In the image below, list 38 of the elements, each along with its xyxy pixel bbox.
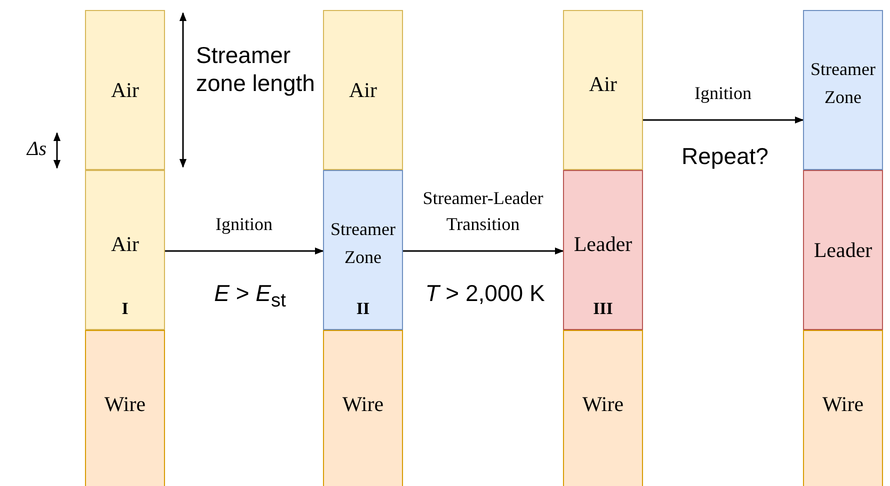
streamer-zone-layer: [323, 170, 403, 330]
leader-layer: [563, 170, 643, 330]
air-layer: [85, 170, 165, 330]
layer-label: Streamer Zone: [810, 58, 876, 109]
layer-label: Air: [348, 77, 378, 103]
arrow: [165, 247, 324, 255]
air-layer: [85, 10, 165, 170]
streamer-zone-layer: [803, 10, 883, 170]
wire-layer: [563, 330, 643, 486]
layer-label: Streamer Zone: [330, 218, 396, 269]
edge-label: Ignition: [694, 82, 752, 105]
layer-label: Wire: [341, 391, 385, 417]
stage-number: III: [592, 298, 614, 320]
layer-label: Leader: [572, 231, 634, 257]
condition-label: T > 2,000 K: [424, 280, 546, 308]
layer-label: Air: [110, 231, 140, 257]
condition-label: E > E$_{st}$: [213, 280, 287, 313]
wire-layer: [85, 330, 165, 486]
layer-label: Air: [110, 77, 140, 103]
stage-number: I: [120, 298, 130, 320]
layer-label: Wire: [103, 391, 147, 417]
layer-label: Wire: [821, 391, 865, 417]
air-layer: [563, 10, 643, 170]
arrow: [403, 247, 564, 255]
layer-label: Air: [588, 71, 618, 97]
wire-layer: [323, 330, 403, 486]
edge-label: Ignition: [214, 213, 274, 236]
arrow: [643, 116, 804, 124]
layer-label: Leader: [812, 237, 874, 263]
air-layer: [323, 10, 403, 170]
question-label: Repeat?: [680, 143, 770, 171]
leader-layer: [803, 170, 883, 330]
layer-label: Wire: [581, 391, 625, 417]
dimension-label: Δs: [27, 137, 48, 161]
dimension-label: Streamer zone length: [196, 42, 316, 98]
stage-number: II: [355, 298, 371, 320]
edge-label: Streamer-Leader Transition: [422, 187, 544, 236]
wire-layer: [803, 330, 883, 486]
